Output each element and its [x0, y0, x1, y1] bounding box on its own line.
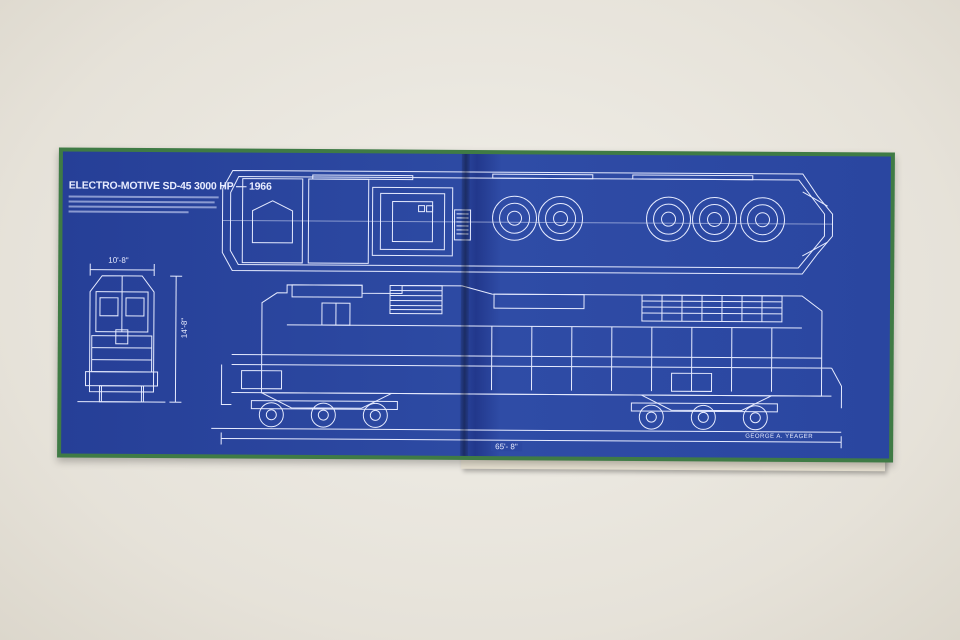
top-view	[221, 170, 834, 275]
blueprint-spread: ELECTRO-MOTIVE SD-45 3000 HP — 1966 10'-…	[61, 151, 891, 459]
width-dimension-label: 10'-8"	[108, 255, 129, 265]
side-view	[211, 284, 843, 433]
length-dimension-label: 65'- 8"	[491, 442, 522, 452]
artist-signature: GEORGE A. YEAGER	[745, 433, 814, 441]
description-text-block	[68, 195, 219, 217]
dimension-lines	[89, 263, 842, 449]
open-book: ELECTRO-MOTIVE SD-45 3000 HP — 1966 10'-…	[57, 147, 895, 463]
height-dimension-label: 14'-8"	[179, 317, 189, 339]
locomotive-drawing	[77, 170, 843, 449]
front-view	[77, 275, 166, 403]
blueprint-title: ELECTRO-MOTIVE SD-45 3000 HP — 1966	[68, 179, 272, 193]
